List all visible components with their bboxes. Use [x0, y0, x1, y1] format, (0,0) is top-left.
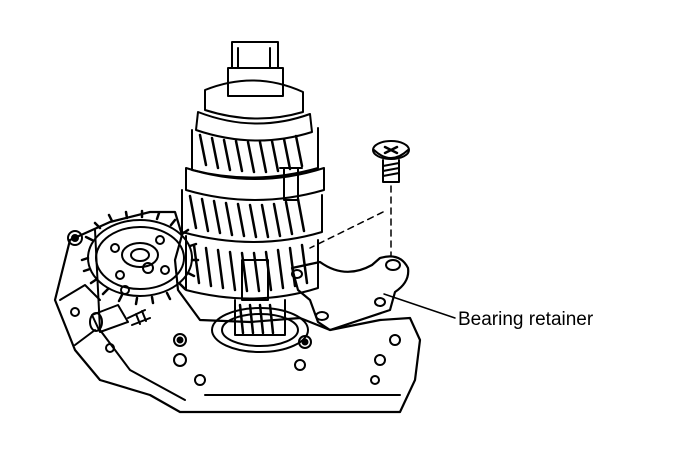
ring-gear — [80, 209, 200, 306]
callout-leader-line — [383, 293, 456, 319]
alignment-lines — [309, 185, 392, 257]
bearing-retainer-label: Bearing retainer — [458, 309, 594, 330]
gear-stack — [181, 41, 325, 353]
drain-plug — [89, 304, 151, 333]
bearing-retainer-part — [290, 255, 410, 332]
screw — [372, 140, 410, 183]
